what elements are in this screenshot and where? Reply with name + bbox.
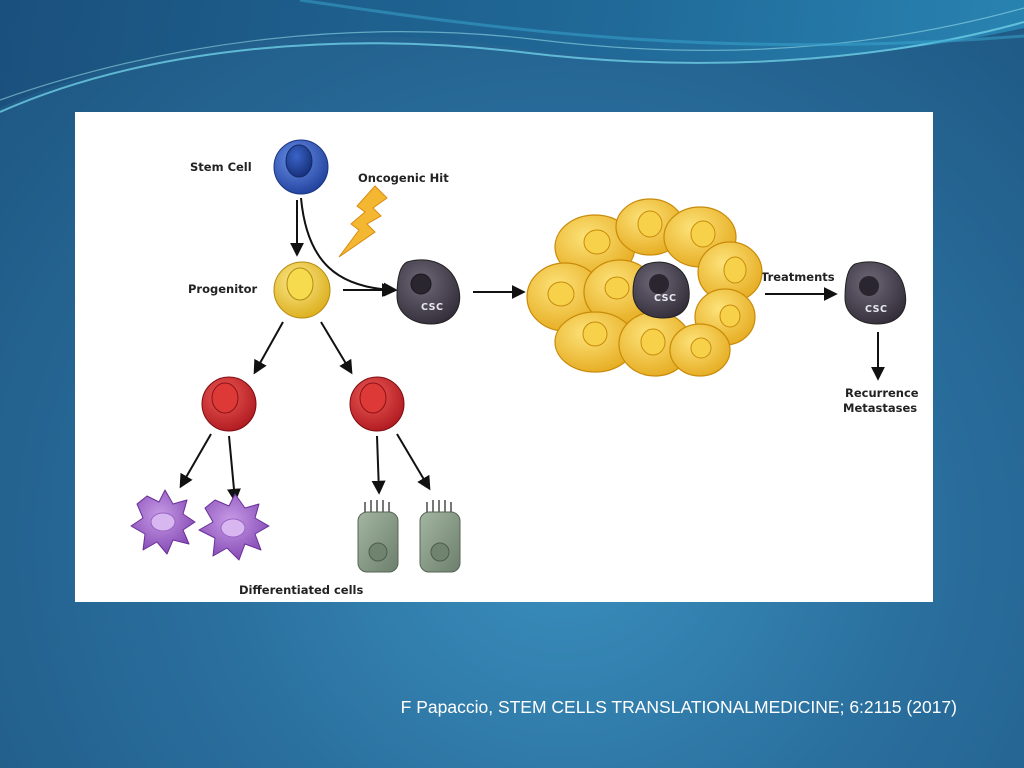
tumor-csc-cell: CSC (632, 261, 690, 319)
differentiated-cells-label: Differentiated cells (239, 583, 363, 597)
progenitor-label: Progenitor (188, 282, 258, 296)
differentiated-purple-cell-1 (130, 489, 196, 555)
csc-cell: CSC (396, 259, 461, 325)
background-waves (0, 0, 1024, 113)
stem-cell (273, 139, 329, 195)
arrow-progenitor-to-red-cell-right (320, 321, 353, 375)
surviving-csc-label: CSC (865, 304, 887, 315)
oncogenic-hit-label: Oncogenic Hit (358, 171, 449, 185)
surviving-csc-cell: CSC (844, 261, 907, 325)
arrow-red-left-to-purple-2 (226, 435, 241, 503)
figure-panel: Stem Cell Oncogenic Hit Progenitor Treat… (75, 112, 933, 602)
differentiated-purple-cell-2 (198, 493, 270, 561)
arrow-progenitor-to-red-cell-left (253, 321, 284, 375)
cancer-stem-cell-diagram: Stem Cell Oncogenic Hit Progenitor Treat… (130, 139, 919, 597)
arrow-red-left-to-purple-1 (179, 433, 212, 489)
progenitor-cell (273, 261, 331, 319)
citation: F Papaccio, STEM CELLS TRANSLATIONALMEDI… (400, 697, 957, 717)
tumor-mass: CSC (526, 198, 763, 377)
arrow-red-right-to-columnar-2 (396, 433, 431, 491)
arrow-red-right-to-columnar-1 (371, 435, 386, 495)
stem-cell-label: Stem Cell (190, 160, 252, 174)
differentiated-red-cell-right (349, 376, 405, 432)
recurrence-label: Recurrence (845, 386, 919, 400)
lightning-bolt-icon (338, 185, 388, 258)
tumor-csc-label: CSC (654, 293, 676, 304)
treatments-label: Treatments (761, 270, 835, 284)
differentiated-columnar-cell-1 (357, 500, 399, 573)
csc-label: CSC (421, 302, 443, 313)
differentiated-red-cell-left (201, 376, 257, 432)
differentiated-columnar-cell-2 (419, 500, 461, 573)
arrow-stem-to-csc (300, 197, 398, 297)
metastases-label: Metastases (843, 401, 917, 415)
